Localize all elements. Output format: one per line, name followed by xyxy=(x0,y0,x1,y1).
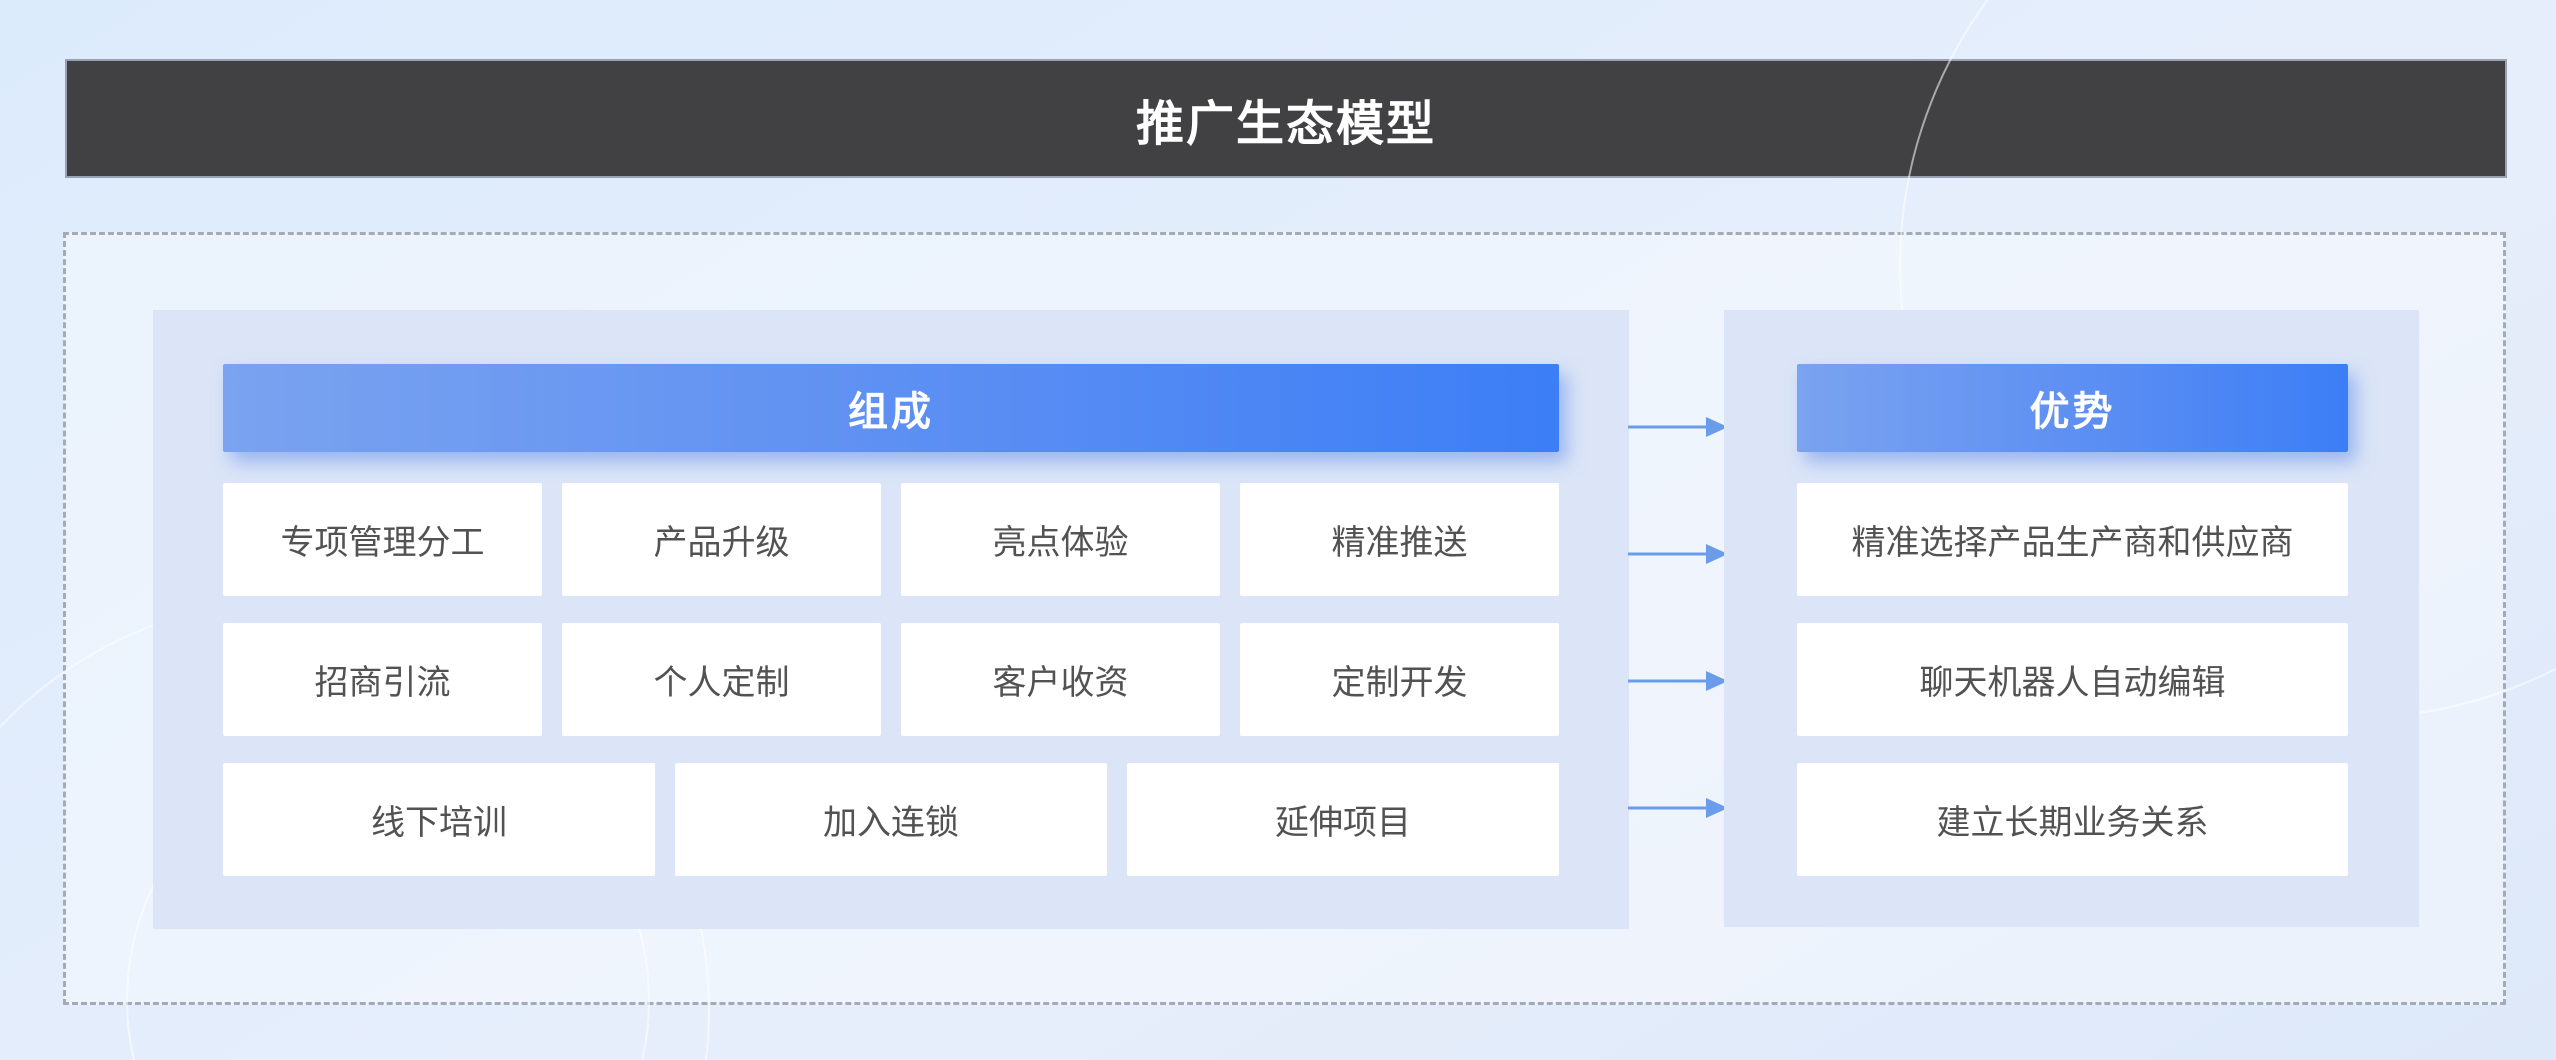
composition-item: 产品升级 xyxy=(562,483,881,596)
page-title-bar: 推广生态模型 xyxy=(65,59,2507,178)
composition-header: 组成 xyxy=(223,364,1559,452)
flow-arrow-icon xyxy=(1628,544,1728,564)
composition-panel: 组成 专项管理分工 产品升级 亮点体验 精准推送 招商引流 个人定制 客户收资 … xyxy=(153,310,1629,929)
composition-item: 定制开发 xyxy=(1240,623,1559,736)
advantage-item: 精准选择产品生产商和供应商 xyxy=(1797,483,2348,596)
advantages-header: 优势 xyxy=(1797,364,2348,452)
composition-item: 个人定制 xyxy=(562,623,881,736)
composition-item: 精准推送 xyxy=(1240,483,1559,596)
composition-item: 加入连锁 xyxy=(675,763,1107,876)
composition-item: 延伸项目 xyxy=(1127,763,1559,876)
composition-row-3: 线下培训 加入连锁 延伸项目 xyxy=(223,763,1559,876)
composition-item: 线下培训 xyxy=(223,763,655,876)
advantage-item: 建立长期业务关系 xyxy=(1797,763,2348,876)
composition-row-1: 专项管理分工 产品升级 亮点体验 精准推送 xyxy=(223,483,1559,596)
page-title: 推广生态模型 xyxy=(1135,97,1436,151)
flow-arrow-icon xyxy=(1628,798,1728,818)
composition-row-2: 招商引流 个人定制 客户收资 定制开发 xyxy=(223,623,1559,736)
flow-arrow-icon xyxy=(1628,417,1728,437)
advantages-header-label: 优势 xyxy=(2029,390,2116,434)
composition-header-label: 组成 xyxy=(848,390,934,434)
composition-item: 招商引流 xyxy=(223,623,542,736)
advantage-item: 聊天机器人自动编辑 xyxy=(1797,623,2348,736)
composition-item: 客户收资 xyxy=(901,623,1220,736)
composition-item: 亮点体验 xyxy=(901,483,1220,596)
advantages-panel: 优势 精准选择产品生产商和供应商 聊天机器人自动编辑 建立长期业务关系 xyxy=(1724,310,2419,927)
flow-arrow-icon xyxy=(1628,671,1728,691)
composition-item: 专项管理分工 xyxy=(223,483,542,596)
